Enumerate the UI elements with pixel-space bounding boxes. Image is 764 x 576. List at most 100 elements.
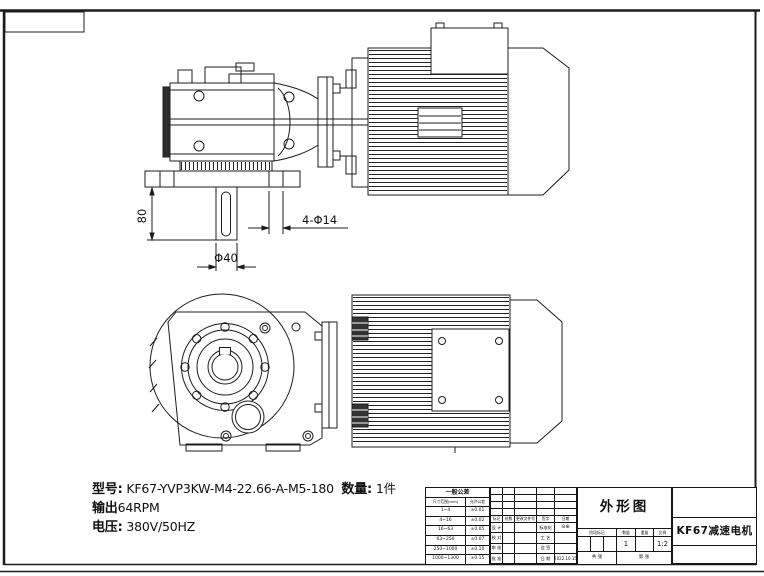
model-value: KF67-YVP3KW-M4-22.66-A-M5-180: [126, 481, 334, 496]
info-header: 数量: [617, 529, 635, 536]
dimensions: [147, 186, 348, 271]
output-flange-outer: [181, 323, 269, 411]
oil-plug-cap: [231, 400, 265, 434]
motor-flange: [317, 76, 334, 168]
tolerance-value: ±0.15: [466, 555, 489, 564]
output-value: 64RPM: [117, 500, 160, 515]
flange-hole: [248, 334, 259, 344]
gearbox-bolt: [283, 91, 295, 103]
tolerance-title: 一般公差: [426, 488, 489, 497]
info-header: 重量: [636, 529, 653, 536]
housing-circle: [149, 293, 295, 439]
qty-value: 1件: [375, 481, 396, 496]
tolerance-col-header: 尺寸范围(mm): [426, 498, 465, 506]
gearbox-vent-plug: [235, 62, 255, 72]
sign-label: 设 计: [491, 523, 502, 533]
rev-header: 更改文件号: [515, 515, 536, 523]
note-model-line: 型号: KF67-YVP3KW-M4-22.66-A-M5-180 数量: 1件: [92, 482, 396, 497]
gearbox-bolt: [193, 90, 205, 102]
dim-shaft-length: 80: [135, 209, 149, 224]
terminal-box-bolt: [493, 22, 503, 29]
fan-cover: [507, 47, 570, 196]
sign-label: 日 期: [537, 553, 554, 564]
output-flange-plate: [144, 170, 301, 188]
note-output-line: 输出64RPM: [92, 501, 160, 516]
gearbox-top-cap: [177, 69, 193, 84]
part-name-block: KF67减速电机: [672, 487, 757, 565]
rev-header: 签字: [537, 515, 554, 523]
gearbox-foot: [185, 443, 223, 452]
top-view: [144, 22, 570, 241]
flange-hole: [192, 390, 202, 400]
hollow-shaft-bore: [211, 353, 239, 381]
rev-header: 处数: [503, 515, 514, 523]
info-header: 阶段标记: [578, 529, 616, 536]
terminal-box-bolt: [435, 22, 445, 29]
motor-end-bracket: [351, 57, 369, 188]
motor-bolt-block: [351, 403, 369, 428]
gearbox-foot: [265, 443, 301, 452]
output-flange-inner: [187, 329, 263, 405]
tolerance-range: 16~63: [426, 526, 465, 535]
rev-header: 日期: [555, 515, 576, 523]
weight-value: [636, 537, 653, 551]
dim-flange-holes: 4-Φ14: [302, 213, 337, 227]
motor-tie-bolt: [345, 69, 357, 89]
sign-label: 标准化: [537, 523, 554, 533]
rev-header: 标记: [491, 515, 502, 523]
gearbox-top-boss: [204, 66, 242, 84]
tolerance-range: 1~4: [426, 507, 465, 516]
output-shaft: [215, 186, 238, 241]
revision-block: 标记 处数 更改文件号 签字 日期 设 计 标准化 ⊖⊕ 校 对 工 艺 审 核…: [490, 487, 577, 565]
oil-plug: [235, 404, 261, 430]
fan-cover-front: [509, 299, 563, 444]
flange-bolt: [314, 331, 323, 341]
tolerance-value: ±0.07: [466, 535, 489, 545]
tolerance-range: 1000~1300: [426, 555, 465, 564]
flange-hole: [220, 402, 230, 412]
projection-symbol: ⊖⊕: [555, 523, 576, 533]
gearbox-body: [169, 82, 275, 162]
panel-screw: [495, 337, 503, 345]
adapter-bell-contour: [273, 82, 319, 100]
flange-bolt: [332, 150, 341, 161]
sheet-total: 共 张: [578, 552, 616, 564]
shaft-keyway: [221, 191, 231, 237]
gearbox-end-cap: [162, 86, 171, 158]
tolerance-value: ±0.01: [466, 507, 489, 516]
dim-shaft-diameter: Φ40: [214, 251, 238, 265]
motor-tie-bolt: [345, 155, 357, 175]
date-value: 2022.10.15: [555, 553, 576, 564]
ribbed-flange: [179, 160, 273, 172]
housing-bolt: [291, 322, 301, 332]
scale-value: 1:2: [654, 537, 671, 551]
sign-label: 批 准: [491, 553, 502, 564]
flange-hole: [248, 390, 259, 400]
output-boss: [196, 338, 254, 396]
voltage-value: 380V/50HZ: [126, 519, 196, 534]
housing-bolt: [220, 430, 232, 442]
sign-label: 审 核: [491, 543, 502, 553]
output-label: 输出: [92, 501, 118, 516]
housing-bolt: [259, 322, 271, 334]
flange-hole: [220, 322, 230, 332]
flange-hole: [192, 334, 202, 344]
model-label: 型号:: [92, 482, 123, 497]
drawing-title: 外形图: [578, 488, 671, 528]
tolerance-value: ±0.10: [466, 545, 489, 555]
front-view: [148, 293, 563, 453]
gearbox-bolt: [283, 138, 295, 150]
quantity-value: 1: [617, 537, 635, 551]
qty-label: 数量:: [341, 482, 373, 497]
gearbox-bolt: [193, 140, 205, 152]
panel-screw: [495, 396, 503, 404]
voltage-label: 电压:: [92, 520, 123, 535]
info-header: 比例: [654, 529, 671, 536]
part-name: KF67减速电机: [673, 518, 756, 545]
hollow-shaft-bore-outer: [207, 349, 243, 385]
bore-keyway: [219, 347, 231, 355]
sign-label: 会 签: [537, 543, 554, 553]
motor-bolt-block: [351, 316, 369, 341]
flange-bolt: [332, 83, 341, 94]
